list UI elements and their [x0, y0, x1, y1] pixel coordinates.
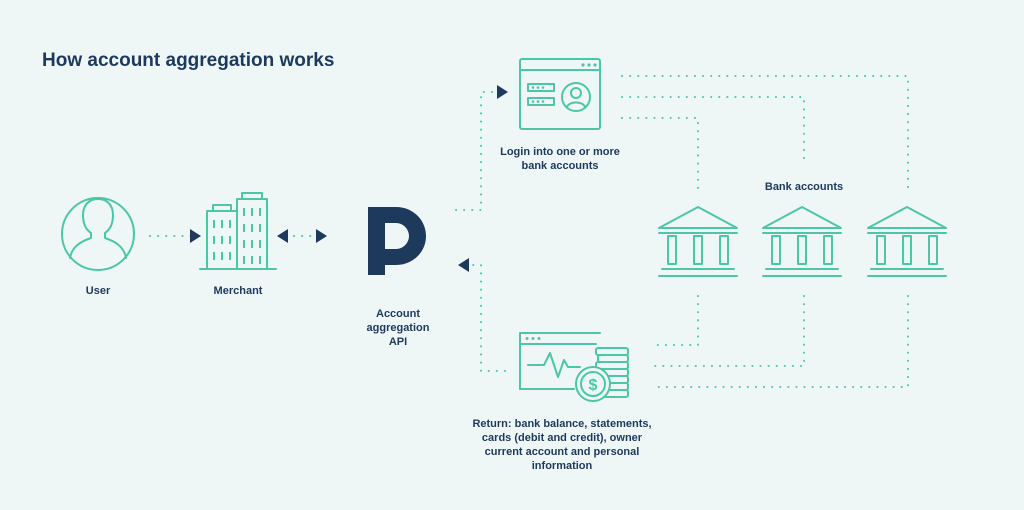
connector-login-bank3 [621, 75, 909, 191]
svg-text:$: $ [589, 377, 598, 394]
finance-monitor-icon: $ [519, 332, 629, 402]
bank-icon [762, 206, 842, 277]
arrow-to-merchant-left [277, 229, 288, 243]
connector-login-bank2 [621, 96, 805, 166]
connector-login-bank1 [621, 117, 699, 191]
dotted-connectors [149, 75, 909, 388]
user-icon [61, 197, 135, 271]
bank-accounts-label: Bank accounts [764, 181, 844, 193]
arrowheads [190, 85, 508, 272]
arrow-to-api-return [458, 258, 469, 272]
arrow-to-login [497, 85, 508, 99]
bank-icon [867, 206, 947, 277]
return-label: Return: bank balance, statements, cards … [472, 418, 652, 472]
bank-icon [658, 206, 738, 277]
login-label: Login into one or more bank accounts [500, 146, 620, 172]
building-icon [199, 192, 277, 270]
login-window-icon [519, 58, 601, 130]
diagram-title: How account aggregation works [42, 50, 335, 71]
connector-bank3-return [651, 295, 909, 388]
user-label: User [85, 285, 111, 297]
arrow-to-api [316, 229, 327, 243]
api-label: Account aggregation API [366, 308, 430, 348]
connector-return-api [469, 264, 506, 372]
merchant-label: Merchant [213, 285, 263, 297]
connector-bank2-return [651, 295, 805, 367]
arrow-to-merchant [190, 229, 201, 243]
connector-bank1-return [651, 295, 699, 346]
api-logo-icon [368, 207, 426, 275]
